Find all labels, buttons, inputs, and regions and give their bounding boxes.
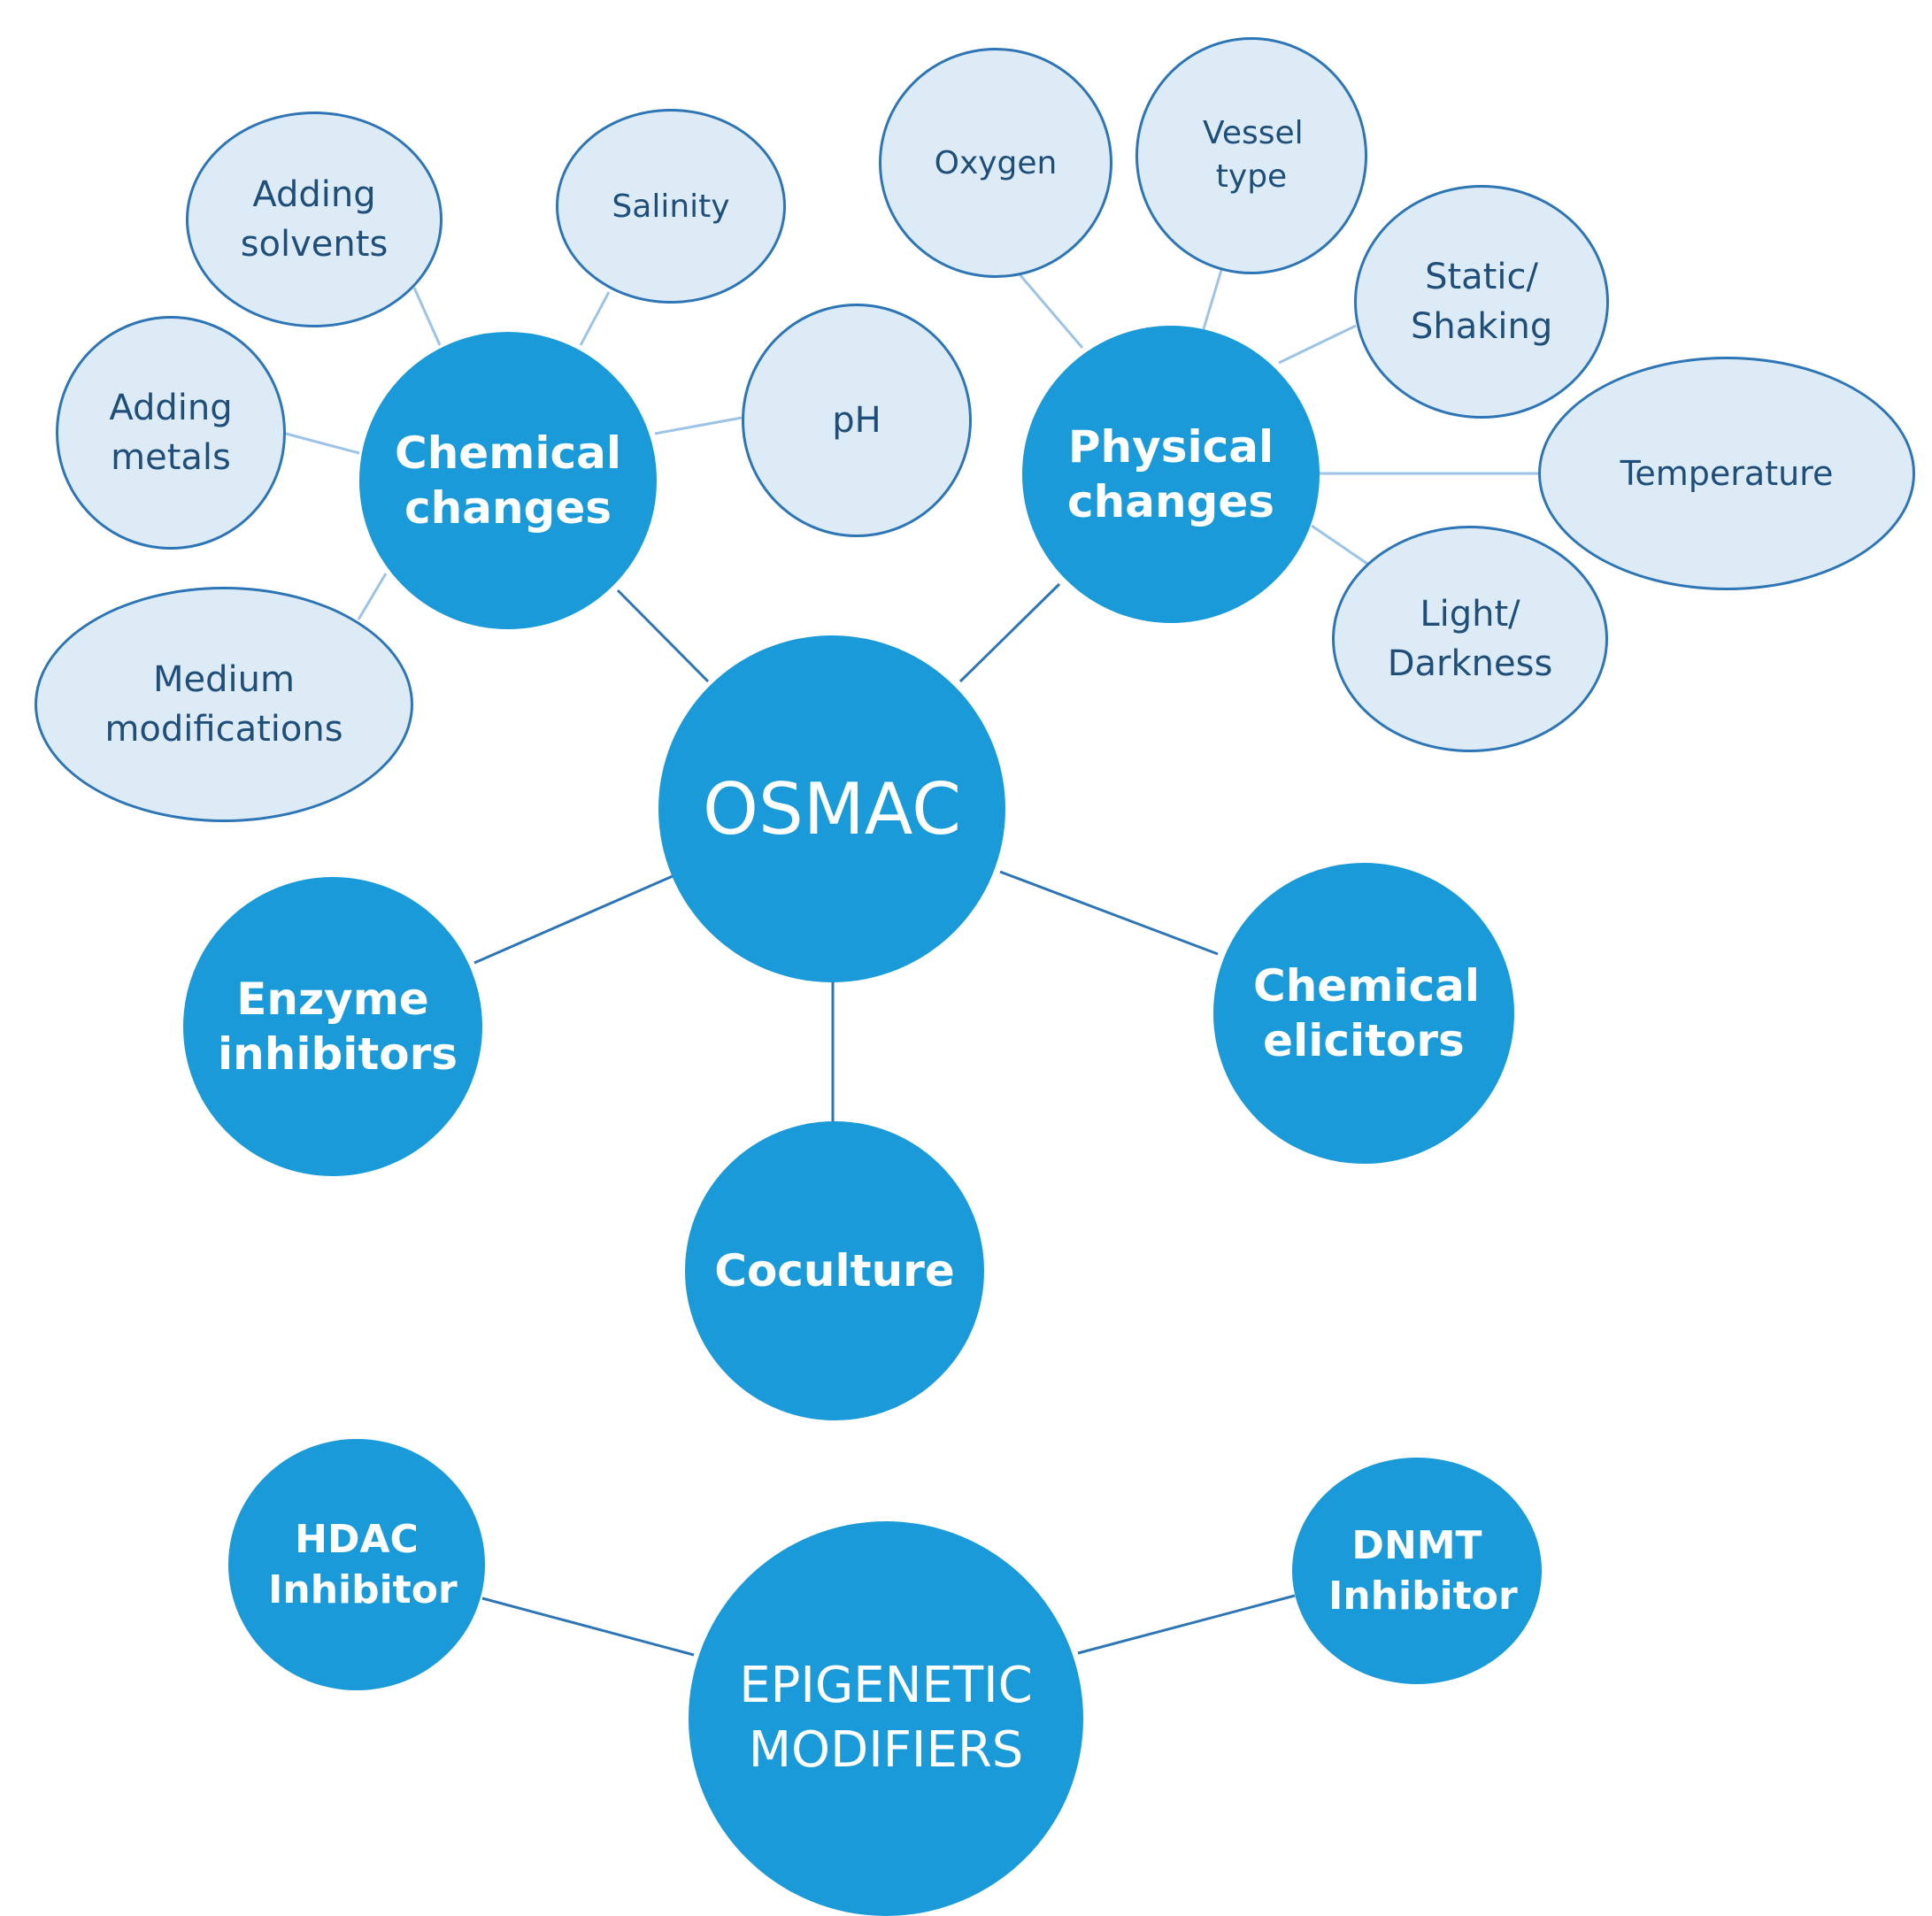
connector-osmac-chemical-changes — [616, 589, 710, 683]
adding-solvents-node: Adding solvents — [186, 112, 443, 327]
connector-osmac-enzyme-inhibitors — [473, 874, 674, 965]
connector-epigenetic-dnmt — [1077, 1594, 1296, 1655]
coculture-label: Coculture — [714, 1245, 955, 1297]
adding-metals-node: Adding metals — [56, 316, 286, 550]
medium-modifications-node: Medium modifications — [35, 587, 413, 822]
hdac-inhibitor-node: HDAC Inhibitor — [228, 1439, 485, 1690]
chemical-elicitors-label: Chemical elicitors — [1253, 959, 1480, 1067]
adding-solvents-label: Adding solvents — [240, 174, 389, 265]
medium-modifications-label: Medium modifications — [104, 659, 343, 750]
light-darkness-node: Light/ Darkness — [1332, 526, 1608, 752]
temperature-label: Temperature — [1620, 454, 1834, 493]
connector-osmac-chemical-elicitors — [999, 870, 1219, 956]
epigenetic-modifiers-label: EPIGENETIC MODIFIERS — [739, 1657, 1033, 1779]
connector-chemical-ph — [654, 416, 743, 435]
temperature-node: Temperature — [1538, 357, 1915, 590]
connector-epigenetic-hdac — [481, 1597, 695, 1657]
connector-physical-vessel-type — [1201, 269, 1223, 333]
chemical-changes-node: Chemical changes — [359, 332, 657, 629]
ph-node: pH — [742, 304, 972, 537]
vessel-type-label: Vessel type — [1203, 115, 1304, 195]
connector-physical-oxygen — [1018, 273, 1084, 349]
connector-osmac-physical-changes — [958, 582, 1061, 683]
physical-changes-node: Physical changes — [1022, 326, 1320, 623]
oxygen-label: Oxygen — [934, 144, 1058, 181]
osmac-hub-node: OSMAC — [658, 635, 1005, 982]
dnmt-inhibitor-node: DNMT Inhibitor — [1292, 1458, 1542, 1684]
salinity-label: Salinity — [612, 188, 730, 225]
osmac-hub-label: OSMAC — [703, 767, 961, 850]
connector-physical-static-shaking — [1278, 324, 1357, 365]
dnmt-inhibitor-label: DNMT Inhibitor — [1328, 1522, 1518, 1619]
static-shaking-label: Static/ Shaking — [1411, 257, 1553, 347]
epigenetic-modifiers-node: EPIGENETIC MODIFIERS — [689, 1521, 1083, 1916]
oxygen-node: Oxygen — [879, 48, 1112, 278]
hdac-inhibitor-label: HDAC Inhibitor — [268, 1516, 458, 1612]
connector-chemical-salinity — [579, 291, 611, 346]
ph-label: pH — [832, 400, 881, 441]
light-darkness-label: Light/ Darkness — [1387, 594, 1553, 684]
enzyme-inhibitors-label: Enzyme inhibitors — [218, 973, 458, 1081]
connector-chemical-medium-modifications — [357, 573, 388, 620]
physical-changes-label: Physical changes — [1066, 420, 1275, 528]
salinity-node: Salinity — [556, 109, 786, 304]
connector-physical-light-darkness — [1311, 524, 1368, 566]
coculture-node: Coculture — [685, 1121, 984, 1420]
adding-metals-label: Adding metals — [109, 388, 233, 478]
static-shaking-node: Static/ Shaking — [1354, 185, 1609, 419]
chemical-changes-label: Chemical changes — [395, 427, 621, 535]
chemical-elicitors-node: Chemical elicitors — [1213, 863, 1514, 1164]
enzyme-inhibitors-node: Enzyme inhibitors — [183, 877, 482, 1176]
vessel-type-node: Vessel type — [1135, 37, 1367, 274]
connector-chemical-adding-solvents — [412, 287, 442, 346]
connector-chemical-adding-metals — [285, 432, 360, 455]
